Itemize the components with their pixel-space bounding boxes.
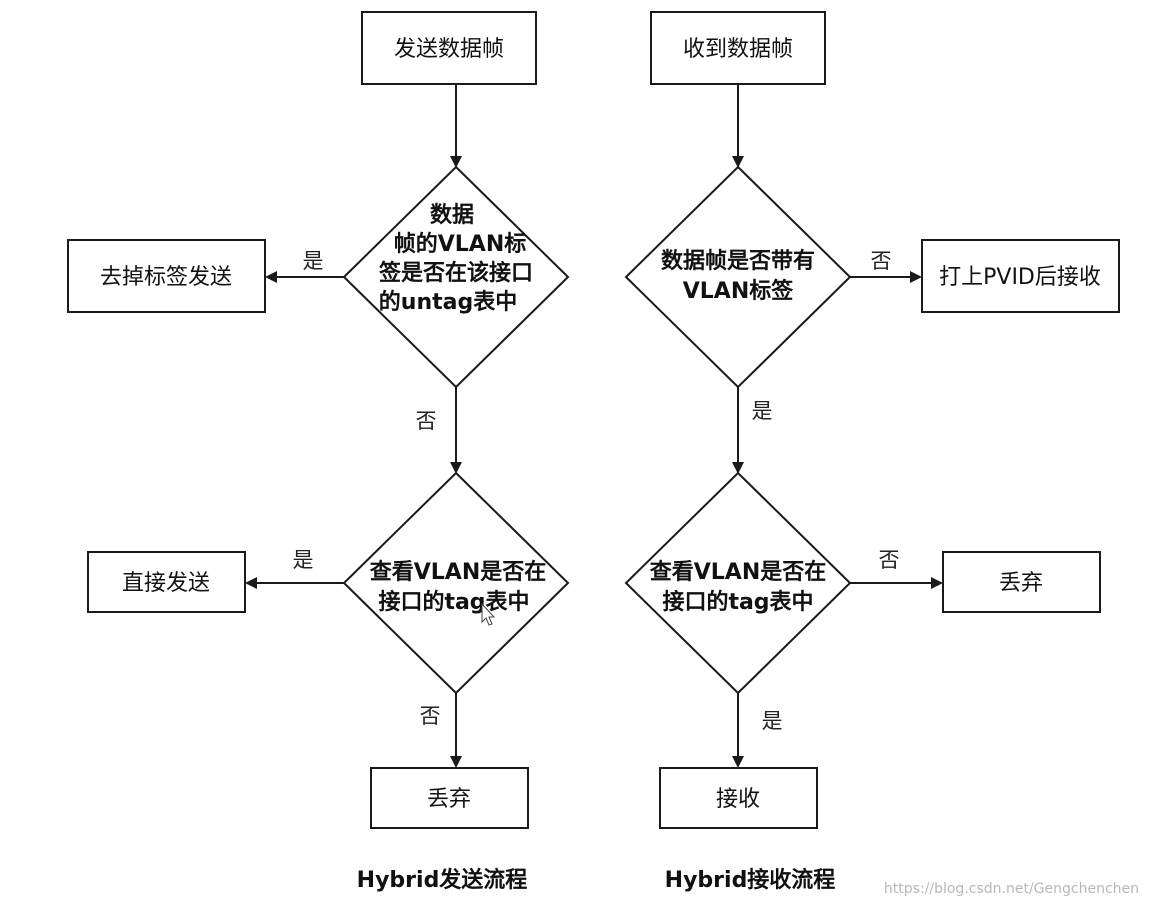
recv-d2-no-label: 否 xyxy=(879,548,900,572)
send-flow: 发送数据帧 数据 帧的VLAN标 签是否在该接口 的untag表中 是 去掉标签… xyxy=(67,11,570,893)
recv-start-box xyxy=(650,11,826,85)
send-d1-no-label: 否 xyxy=(416,409,437,433)
recv-decision1-diamond xyxy=(624,165,852,389)
recv-decision2-line1: 查看VLAN是否在 xyxy=(650,559,826,585)
send-decision1-line4: 的untag表中 xyxy=(379,289,517,315)
recv-accept-text: 接收 xyxy=(716,787,760,812)
send-d2-yes-label: 是 xyxy=(293,548,314,572)
send-decision1-line1: 数据 xyxy=(430,202,474,228)
send-direct-box xyxy=(87,551,246,613)
recv-pvid-box xyxy=(921,239,1120,313)
send-d1-yes-label: 是 xyxy=(303,249,324,273)
cursor-icon xyxy=(481,602,496,626)
send-discard-text: 丢弃 xyxy=(427,787,471,812)
recv-flow: 收到数据帧 数据帧是否带有 VLAN标签 否 打上PVID后接收 是 查看VLA… xyxy=(624,11,1120,893)
recv-decision2-line2: 接口的tag表中 xyxy=(662,589,813,615)
send-discard-box xyxy=(370,767,529,829)
recv-start-text: 收到数据帧 xyxy=(683,37,793,62)
recv-discard-box xyxy=(942,551,1101,613)
send-remove-tag-text: 去掉标签发送 xyxy=(100,265,232,290)
send-start-text: 发送数据帧 xyxy=(394,37,504,62)
recv-caption: Hybrid接收流程 xyxy=(665,867,836,893)
watermark: https://blog.csdn.net/Gengchenchen xyxy=(884,881,1139,897)
send-d2-no-label: 否 xyxy=(420,704,441,728)
send-direct-text: 直接发送 xyxy=(122,571,210,596)
recv-d1-no-label: 否 xyxy=(871,249,892,273)
recv-decision1-line1: 数据帧是否带有 xyxy=(661,248,815,274)
recv-accept-box xyxy=(659,767,818,829)
recv-d1-yes-label: 是 xyxy=(752,399,773,423)
send-caption: Hybrid发送流程 xyxy=(357,867,528,893)
send-start-box xyxy=(361,11,537,85)
send-decision2-line1: 查看VLAN是否在 xyxy=(370,559,546,585)
recv-discard-text: 丢弃 xyxy=(999,571,1043,596)
send-remove-tag-box xyxy=(67,239,266,313)
send-decision2-line2: 接口的tag表中 xyxy=(378,589,529,615)
recv-pvid-text: 打上PVID后接收 xyxy=(939,265,1101,290)
recv-d2-yes-label: 是 xyxy=(762,709,783,733)
send-decision1-line3: 签是否在该接口 xyxy=(378,260,533,286)
recv-decision1-line2: VLAN标签 xyxy=(683,278,794,304)
send-decision1-line2: 帧的VLAN标 xyxy=(394,231,526,257)
